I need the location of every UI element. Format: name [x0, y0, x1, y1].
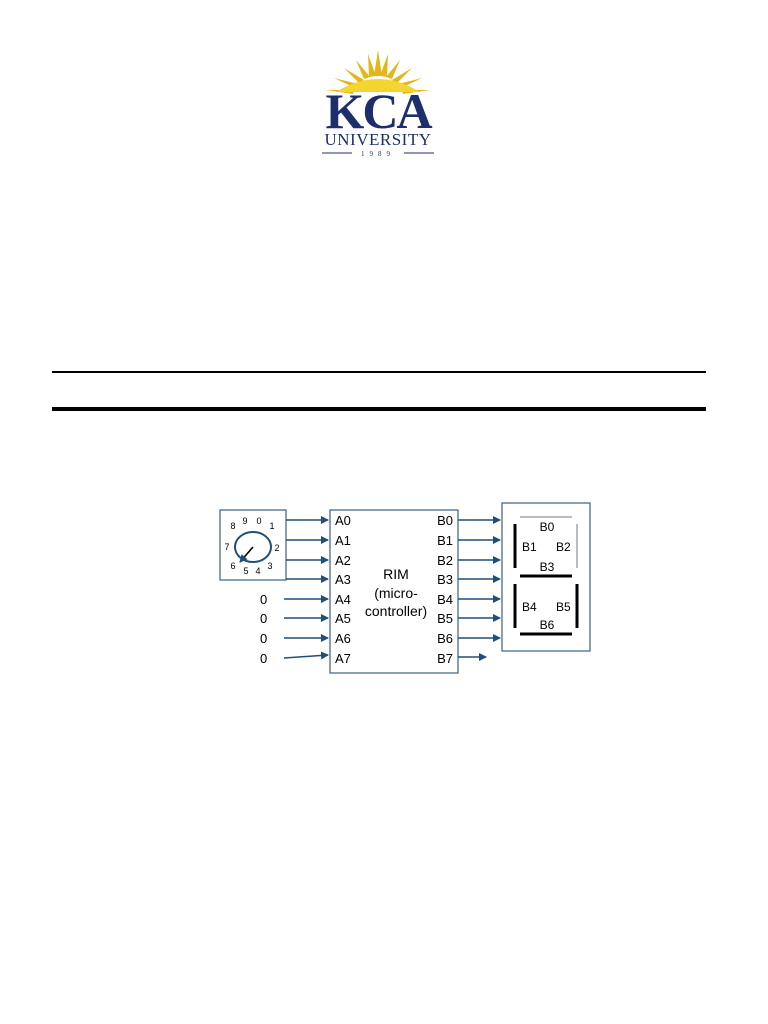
output-pin-label: B5: [437, 611, 453, 626]
segment-label: B1: [522, 540, 537, 554]
dial-number: 8: [230, 521, 235, 531]
output-pin-label: B3: [437, 572, 453, 587]
wire-a7: [283, 651, 329, 660]
input-pin-label: A5: [335, 611, 351, 626]
dial-number: 3: [267, 561, 272, 571]
chip-box: [329, 509, 459, 674]
dial-number: 2: [274, 543, 279, 553]
dial-number: 0: [256, 516, 261, 526]
input-pin-label: A6: [335, 631, 351, 646]
chip-subtitle: (micro-: [374, 585, 418, 601]
dial-box: [219, 509, 287, 581]
chip-title: RIM: [383, 566, 409, 582]
input-wires: [283, 516, 329, 660]
dial-number: 5: [243, 566, 248, 576]
microcontroller-diagram: 8 9 0 1 2 3 4 5 6 7 0 0 0 0 A0 A1 A2 A3 …: [219, 502, 591, 674]
output-pin-label: B2: [437, 553, 453, 568]
input-pin-label: A2: [335, 553, 351, 568]
dial-pointer-icon: [239, 546, 254, 563]
output-pin-label: B7: [437, 651, 453, 666]
input-pin-label: A3: [335, 572, 351, 587]
microcontroller-chip: A0 A1 A2 A3 A4 A5 A6 A7 B0 B1 B2 B3 B4 B…: [329, 509, 459, 674]
input-fixed-value: 0: [260, 611, 267, 626]
segment-label: B4: [522, 600, 537, 614]
logo-university: UNIVERSITY: [325, 130, 432, 149]
input-pin-label: A7: [335, 651, 351, 666]
output-pin-label: B6: [437, 631, 453, 646]
horizontal-rule-thin: [52, 371, 706, 373]
seven-segment-display: B0 B1 B2 B3 B4 B5 B6: [501, 502, 591, 652]
sunburst-icon: [326, 50, 430, 94]
dial-circle: [234, 531, 272, 563]
output-wires: [458, 516, 501, 661]
input-fixed-value: 0: [260, 651, 267, 666]
dial-number: 7: [224, 542, 229, 552]
output-pin-label: B4: [437, 592, 453, 607]
chip-subtitle: controller): [365, 603, 427, 619]
segment-label: B2: [556, 540, 571, 554]
horizontal-rule-thick: [52, 407, 706, 411]
dial-number: 6: [230, 561, 235, 571]
segment-label: B3: [540, 560, 555, 574]
input-pin-label: A0: [335, 513, 351, 528]
segment-label: B6: [540, 618, 555, 632]
logo-letters: KCA: [325, 83, 432, 139]
input-fixed-value: 0: [260, 631, 267, 646]
dial-number: 9: [242, 516, 247, 526]
input-pin-label: A4: [335, 592, 351, 607]
dial-number: 4: [255, 566, 260, 576]
kca-university-logo: KCA UNIVERSITY 1989: [322, 50, 434, 158]
rotary-dial: 8 9 0 1 2 3 4 5 6 7: [219, 509, 287, 581]
input-pin-label: A1: [335, 533, 351, 548]
output-pin-label: B0: [437, 513, 453, 528]
segment-label: B0: [540, 520, 555, 534]
segment-label: B5: [556, 600, 571, 614]
output-pin-label: B1: [437, 533, 453, 548]
input-fixed-value: 0: [260, 592, 267, 607]
dial-number: 1: [269, 521, 274, 531]
logo-year: 1989: [361, 150, 395, 158]
